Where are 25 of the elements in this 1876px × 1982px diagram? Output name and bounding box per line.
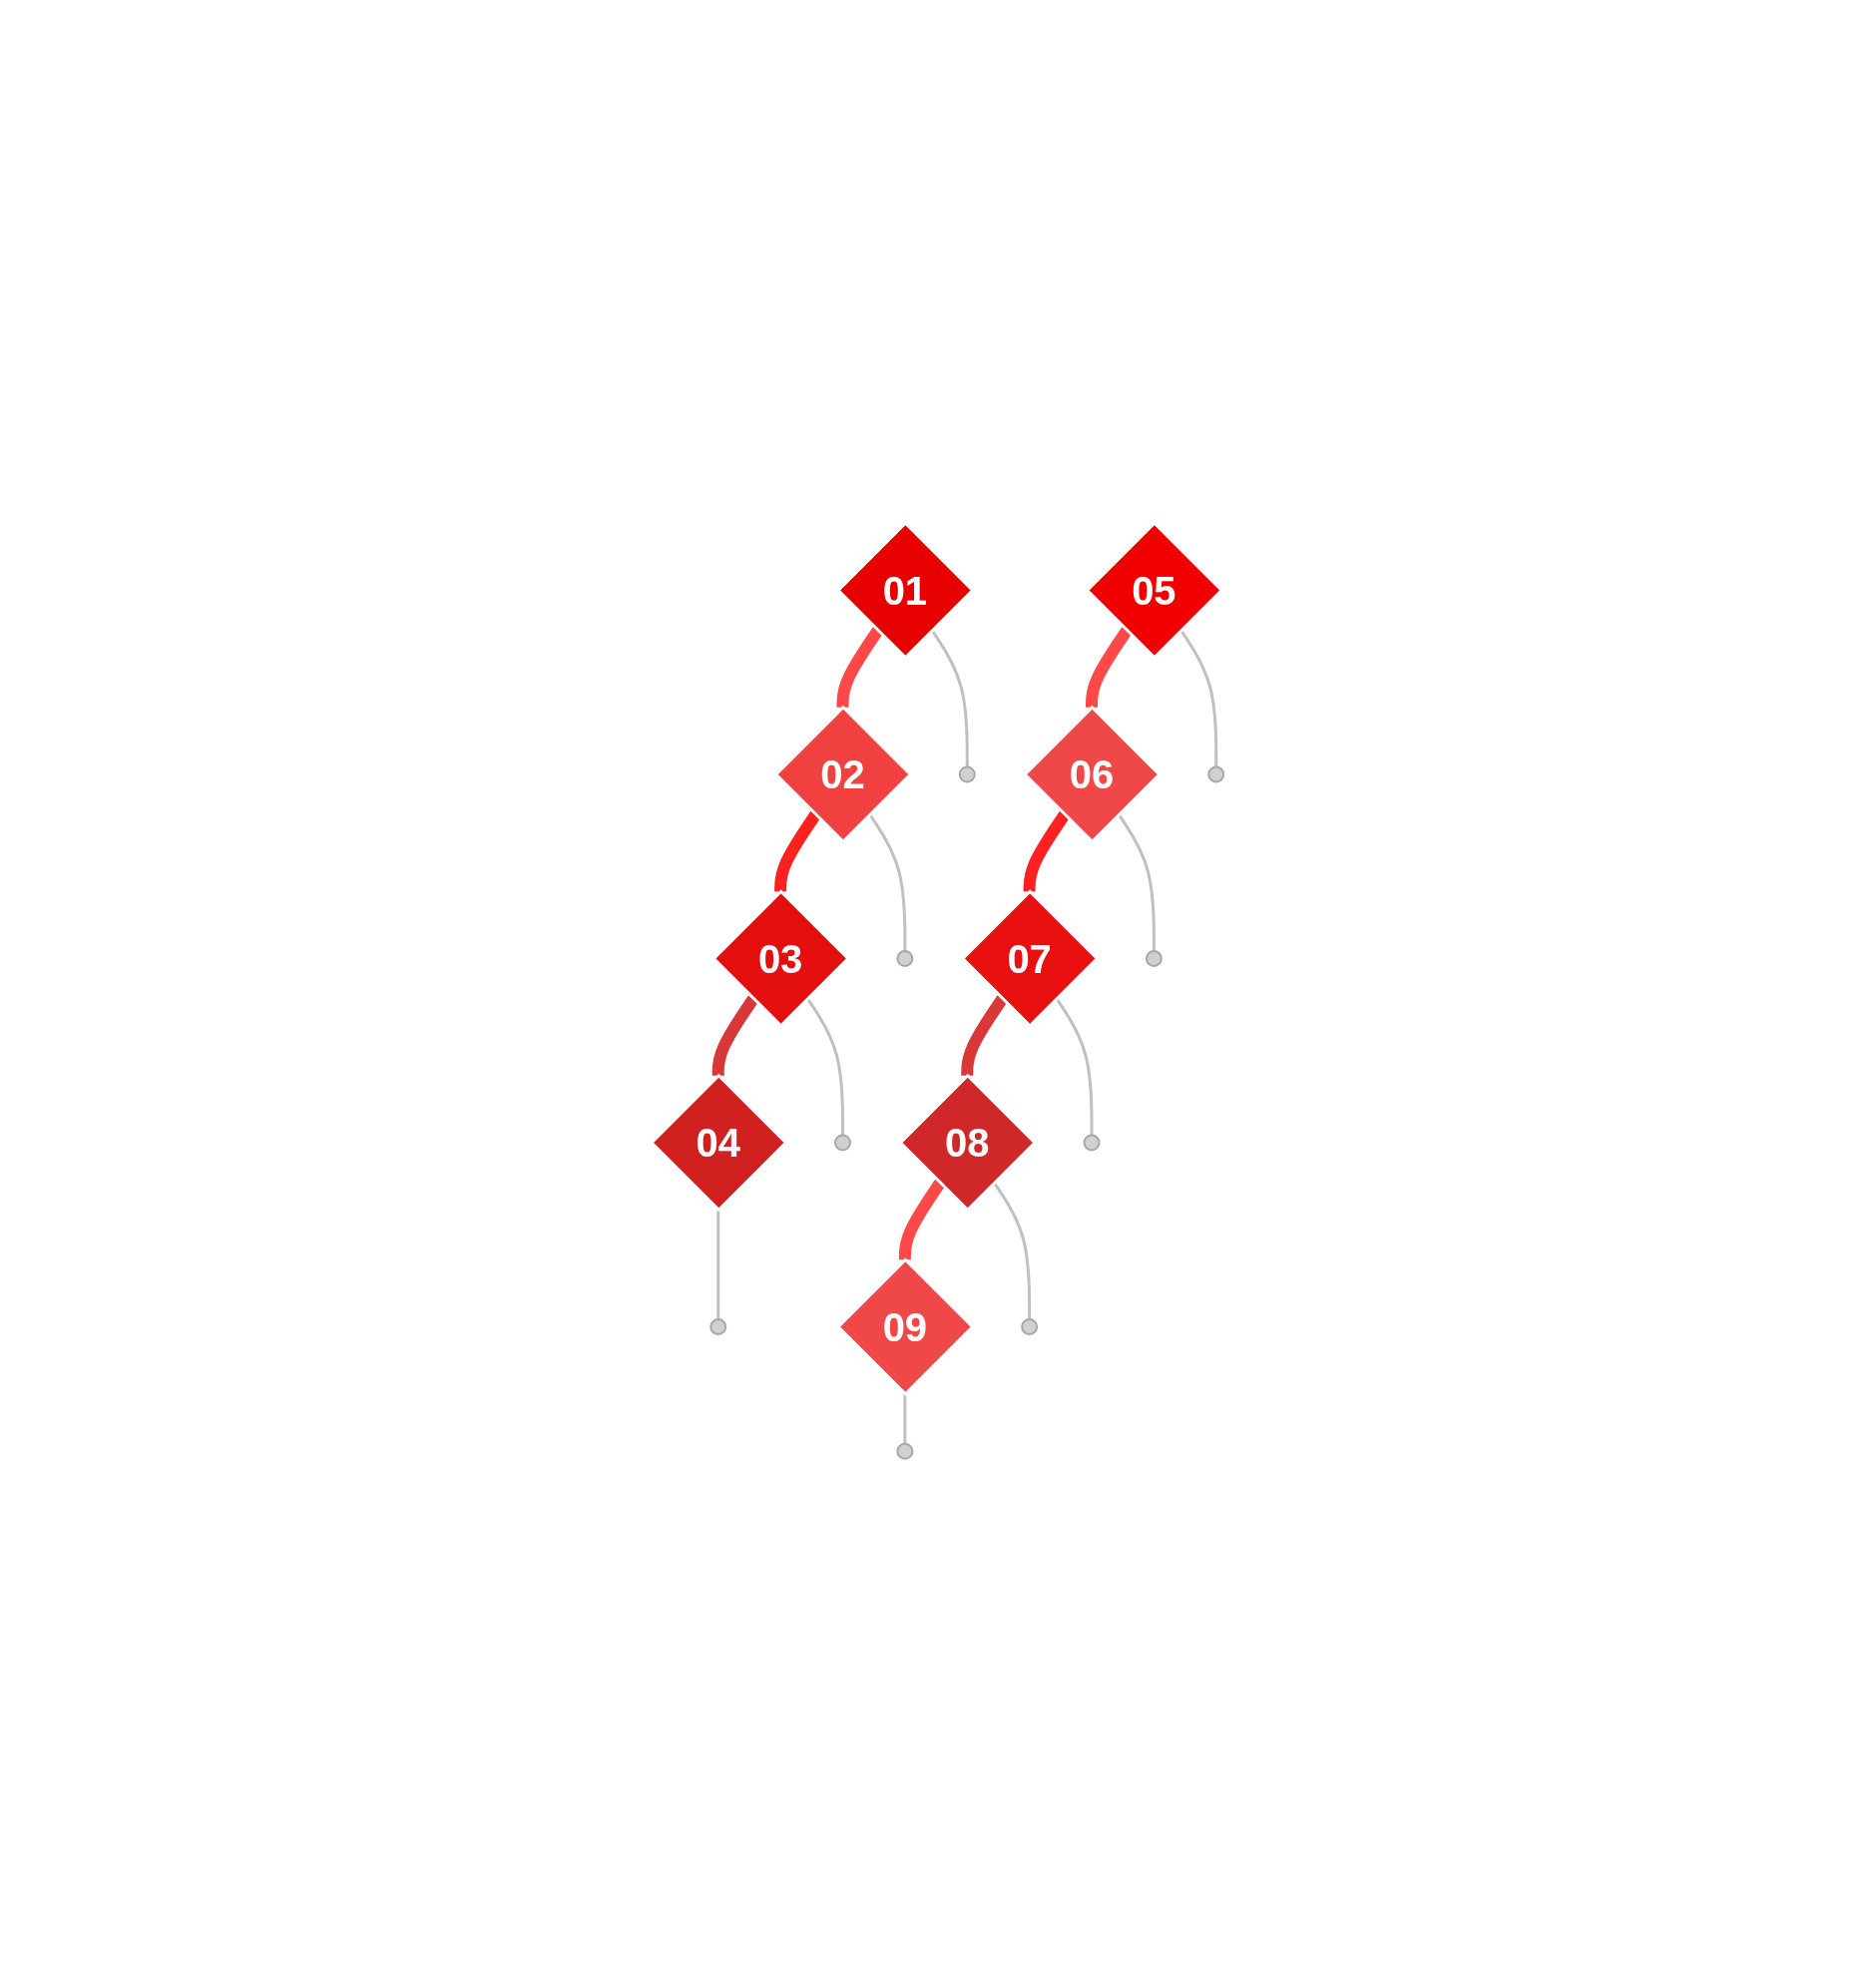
connector [774, 810, 821, 894]
connector [806, 997, 845, 1136]
node-circle [896, 950, 914, 967]
connector [1179, 629, 1218, 767]
connector [903, 1393, 907, 1444]
node-circle [1083, 1134, 1101, 1152]
connector [931, 629, 970, 767]
connector [868, 813, 907, 951]
connector [899, 1179, 946, 1262]
node-circle [1021, 1318, 1039, 1335]
node-circle [1146, 950, 1164, 967]
connector [1086, 627, 1133, 710]
connector [993, 1182, 1032, 1319]
connector [961, 995, 1008, 1078]
node-circle [1207, 765, 1225, 783]
node-circle [959, 765, 977, 783]
node-circle [834, 1134, 852, 1152]
node-circle [896, 1442, 914, 1460]
connector [1024, 810, 1071, 894]
connector [836, 627, 884, 710]
connector [712, 995, 759, 1078]
connector [1055, 997, 1094, 1136]
node-circle [709, 1318, 727, 1335]
connector [716, 1210, 720, 1319]
connector [1118, 813, 1157, 951]
